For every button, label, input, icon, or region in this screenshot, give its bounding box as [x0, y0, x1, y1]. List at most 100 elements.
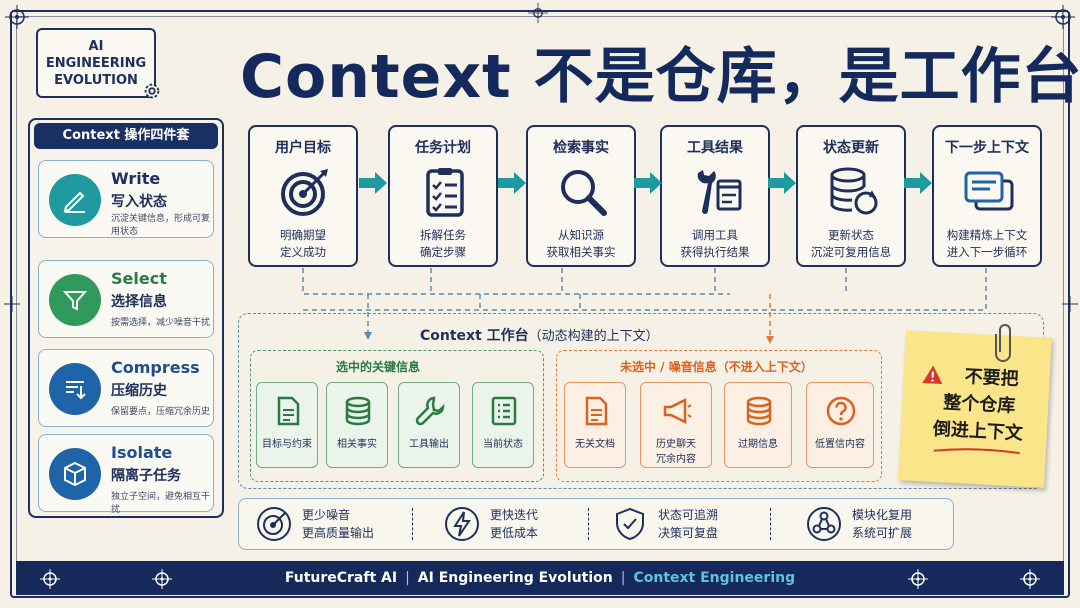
benefit-text: 更快迭代更低成本 [490, 506, 538, 542]
noise-item-label: 历史聊天冗余内容 [641, 437, 711, 467]
crosshair-icon [908, 569, 928, 589]
op-desc: 按需选择，减少噪音干扰 [111, 318, 211, 328]
sticky-note-text: 不要把 整个仓库 倒进上下文 [918, 361, 1041, 458]
search-icon [561, 170, 607, 216]
logo-badge: AI ENGINEERING EVOLUTION [36, 28, 156, 98]
op-desc: 保留要点，压缩冗余历史 [111, 407, 211, 417]
pipeline-step-goal: 用户目标 明确期望定义成功 [248, 125, 358, 267]
step-title: 任务计划 [415, 140, 471, 156]
flow-arrow-icon [359, 172, 387, 194]
database-icon [746, 396, 772, 426]
tools-icon [697, 170, 742, 214]
benefit-line: 更高质量输出 [302, 526, 375, 540]
step-desc-line: 沉淀可复用信息 [810, 245, 892, 259]
pencil-icon [49, 174, 101, 226]
workbench-title: Context 工作台（动态构建的上下文） [420, 325, 659, 345]
noise-item-label: 低置信内容 [815, 439, 865, 450]
document-icon [585, 396, 608, 426]
footer-bar: FutureCraft AI|AI Engineering Evolution|… [16, 561, 1064, 595]
connector-lines [300, 268, 987, 344]
crosshair-icon [152, 569, 172, 589]
divider [588, 508, 589, 540]
shield-check-icon [616, 507, 644, 541]
logo-line: EVOLUTION [54, 73, 138, 88]
step-desc-line: 进入下一步循环 [946, 245, 1028, 259]
benefit-text: 更少噪音更高质量输出 [302, 506, 374, 542]
selected-item-label: 相关事实 [337, 439, 377, 450]
noise-item-label-line: 冗余内容 [656, 454, 696, 465]
noise-info-box [556, 350, 882, 482]
noise-item-label: 无关文档 [575, 439, 615, 450]
paperclip-icon [995, 324, 1011, 362]
side-crosshair-icon [4, 296, 20, 312]
ops-panel-title: Context 操作四件套 [34, 123, 218, 149]
step-desc: 拆解任务确定步骤 [390, 227, 496, 261]
op-card-compress: Compress 压缩历史 保留要点，压缩冗余历史 [38, 349, 214, 427]
op-cn-label: 写入状态 [111, 194, 167, 210]
step-desc-line: 获取相关事实 [546, 245, 616, 259]
workbench-subtitle: （动态构建的上下文） [528, 329, 659, 344]
lightning-icon [445, 507, 479, 541]
selected-item: 相关事实 [326, 382, 388, 468]
pipeline-step-tools: 工具结果 调用工具获得执行结果 [660, 125, 770, 267]
step-desc-line: 调用工具 [692, 228, 738, 242]
footer-separator: | [620, 570, 626, 586]
step-desc-line: 获得执行结果 [680, 245, 750, 259]
step-desc: 明确期望定义成功 [250, 227, 356, 261]
side-crosshair-icon [1062, 296, 1078, 312]
benefit-line: 决策可复盘 [658, 526, 719, 540]
crosshair-icon [40, 569, 60, 589]
selected-item-label: 目标与约束 [262, 439, 312, 450]
step-desc-line: 确定步骤 [420, 245, 466, 259]
op-cn-label: 选择信息 [111, 294, 167, 310]
target-icon [257, 507, 291, 541]
database-refresh-icon [830, 167, 878, 215]
flow-arrow-icon [634, 172, 662, 194]
underline-scribble [933, 448, 1020, 455]
logo-line: ENGINEERING [45, 56, 147, 71]
flow-arrow-icon [768, 172, 796, 194]
noise-item-label-line: 历史聊天 [656, 439, 696, 450]
corner-compass-icon [1051, 5, 1075, 29]
filter-icon [49, 274, 101, 326]
benefit-line: 系统可扩展 [852, 526, 913, 540]
network-icon [807, 507, 841, 541]
footer-topic: Context Engineering [633, 570, 796, 586]
op-cn-label: 压缩历史 [111, 383, 167, 399]
benefit-line: 状态可追溯 [658, 508, 719, 522]
op-name: Compress [111, 358, 200, 377]
logo-line: AI [88, 39, 104, 54]
selected-item: 当前状态 [472, 382, 534, 468]
megaphone-icon [663, 397, 692, 425]
target-icon [281, 169, 328, 216]
step-desc: 从知识源获取相关事实 [528, 227, 634, 261]
compress-icon [49, 363, 101, 415]
benefit-line: 更少噪音 [302, 508, 351, 522]
workbench-title-main: Context 工作台 [420, 328, 529, 344]
checklist-icon [426, 168, 464, 217]
flow-arrow-icon [904, 172, 932, 194]
divider [412, 508, 413, 540]
step-desc: 更新状态沉淀可复用信息 [798, 227, 904, 261]
cube-icon [49, 448, 101, 500]
page-title: Context 不是仓库，是工作台 [240, 42, 1080, 112]
footer-separator: | [405, 570, 410, 586]
step-desc-line: 构建精炼上下文 [946, 228, 1028, 242]
op-desc: 独立子空间，避免相互干扰 [111, 492, 211, 515]
database-icon [345, 396, 371, 426]
step-title: 工具结果 [687, 140, 743, 156]
document-icon [277, 396, 300, 426]
step-desc-line: 明确期望 [280, 228, 326, 242]
noise-item-label: 过期信息 [738, 439, 778, 450]
crosshair-icon [1020, 569, 1040, 589]
list-icon [491, 396, 517, 426]
benefit-line: 更低成本 [490, 526, 539, 540]
pipeline-step-next-context: 下一步上下文 构建精炼上下文进入下一步循环 [932, 125, 1042, 267]
op-card-isolate: Isolate 隔离子任务 独立子空间，避免相互干扰 [38, 434, 214, 515]
step-desc: 调用工具获得执行结果 [662, 227, 768, 261]
benefit-text: 状态可追溯决策可复盘 [658, 506, 718, 542]
step-title: 用户目标 [275, 140, 331, 156]
wrench-icon [415, 396, 445, 426]
noise-item: 历史聊天冗余内容 [640, 382, 712, 468]
cards-icon [964, 171, 1014, 211]
